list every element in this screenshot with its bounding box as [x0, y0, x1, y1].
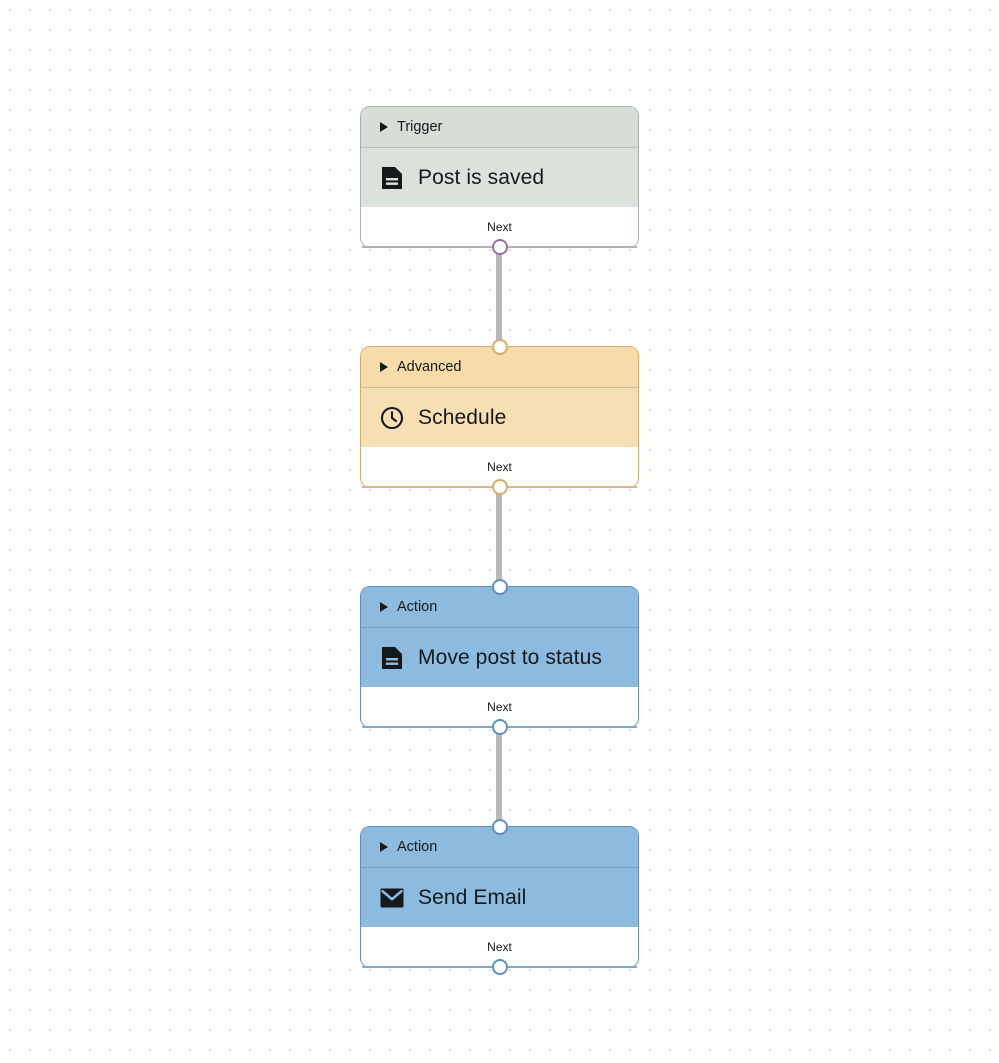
node-header-trigger[interactable]: Trigger — [361, 107, 638, 147]
node-body-advanced[interactable]: Schedule — [361, 387, 638, 447]
workflow-node-action-send-email[interactable]: Action Send Email Next — [360, 819, 639, 975]
node-header-action[interactable]: Action — [361, 587, 638, 627]
chevron-right-icon[interactable] — [380, 122, 388, 132]
chevron-right-icon[interactable] — [380, 602, 388, 612]
node-body-trigger[interactable]: Post is saved — [361, 147, 638, 207]
document-icon — [380, 166, 404, 190]
chevron-right-icon[interactable] — [380, 362, 388, 372]
node-category-label: Trigger — [397, 119, 443, 135]
input-port[interactable] — [491, 819, 508, 835]
document-icon — [380, 646, 404, 670]
workflow-node-advanced[interactable]: Advanced Schedule Next — [360, 339, 639, 495]
chevron-right-icon[interactable] — [380, 842, 388, 852]
node-footer-label: Next — [487, 940, 512, 954]
node-category-label: Action — [397, 839, 438, 855]
node-body-action[interactable]: Send Email — [361, 867, 638, 927]
node-title: Send Email — [418, 885, 527, 909]
connector-trigger-to-advanced[interactable] — [496, 232, 502, 346]
clock-icon — [380, 406, 404, 430]
node-category-label: Advanced — [397, 359, 462, 375]
node-body-action[interactable]: Move post to status — [361, 627, 638, 687]
node-category-label: Action — [397, 599, 438, 615]
input-port[interactable] — [491, 339, 508, 355]
workflow-node-trigger[interactable]: Trigger Post is saved Next — [360, 106, 639, 255]
output-port[interactable] — [491, 239, 508, 255]
workflow-node-action-move-post[interactable]: Action Move post to status Next — [360, 579, 639, 735]
output-port[interactable] — [491, 719, 508, 735]
input-port[interactable] — [491, 579, 508, 595]
node-footer-label: Next — [487, 460, 512, 474]
node-title: Move post to status — [418, 645, 602, 669]
node-title: Schedule — [418, 405, 507, 429]
node-header-advanced[interactable]: Advanced — [361, 347, 638, 387]
connector-action-1-to-action-2[interactable] — [496, 712, 502, 826]
output-port[interactable] — [491, 959, 508, 975]
node-footer-next[interactable]: Next — [361, 207, 638, 247]
connector-advanced-to-action-1[interactable] — [496, 472, 502, 586]
node-footer-label: Next — [487, 700, 512, 714]
node-footer-label: Next — [487, 220, 512, 234]
envelope-icon — [380, 886, 404, 910]
node-title: Post is saved — [418, 165, 545, 189]
output-port[interactable] — [491, 479, 508, 495]
